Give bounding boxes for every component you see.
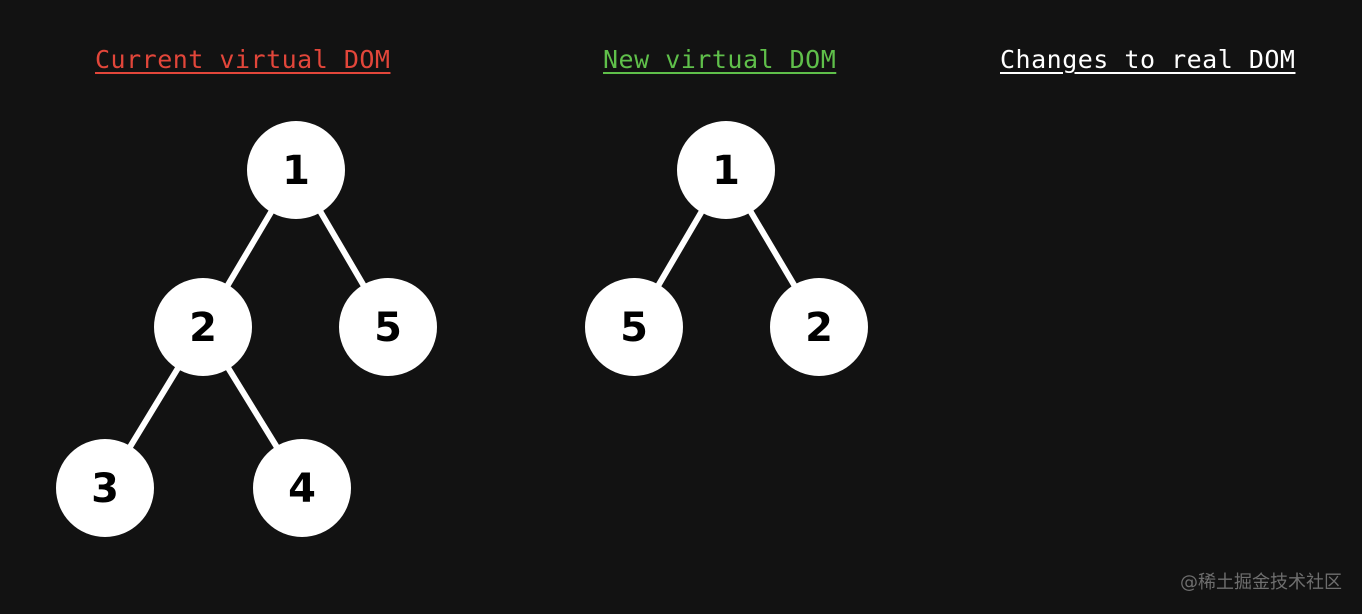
node-circle [585,278,683,376]
node-label: 4 [288,466,316,512]
current-tree-node-5: 5 [339,278,437,376]
node-circle [770,278,868,376]
heading-current-virtual-dom: Current virtual DOM [95,45,391,74]
node-label: 1 [712,148,740,194]
nodes-layer: 1 2 5 3 4 1 5 2 [56,121,868,537]
node-circle [56,439,154,537]
node-label: 2 [805,305,833,351]
new-tree-node-2: 2 [770,278,868,376]
node-label: 1 [282,148,310,194]
watermark: @稀土掘金技术社区 [1180,572,1342,593]
node-label: 5 [620,305,648,351]
node-label: 5 [374,305,402,351]
node-circle [339,278,437,376]
node-circle [677,121,775,219]
node-label: 3 [91,466,119,512]
new-tree-node-1: 1 [677,121,775,219]
current-tree-node-3: 3 [56,439,154,537]
heading-changes-to-real-dom: Changes to real DOM [1000,45,1296,74]
node-circle [154,278,252,376]
current-tree-node-1: 1 [247,121,345,219]
node-circle [247,121,345,219]
current-tree-node-2: 2 [154,278,252,376]
heading-new-virtual-dom: New virtual DOM [603,45,837,74]
new-tree-node-5: 5 [585,278,683,376]
current-tree-node-4: 4 [253,439,351,537]
node-circle [253,439,351,537]
node-label: 2 [189,305,217,351]
